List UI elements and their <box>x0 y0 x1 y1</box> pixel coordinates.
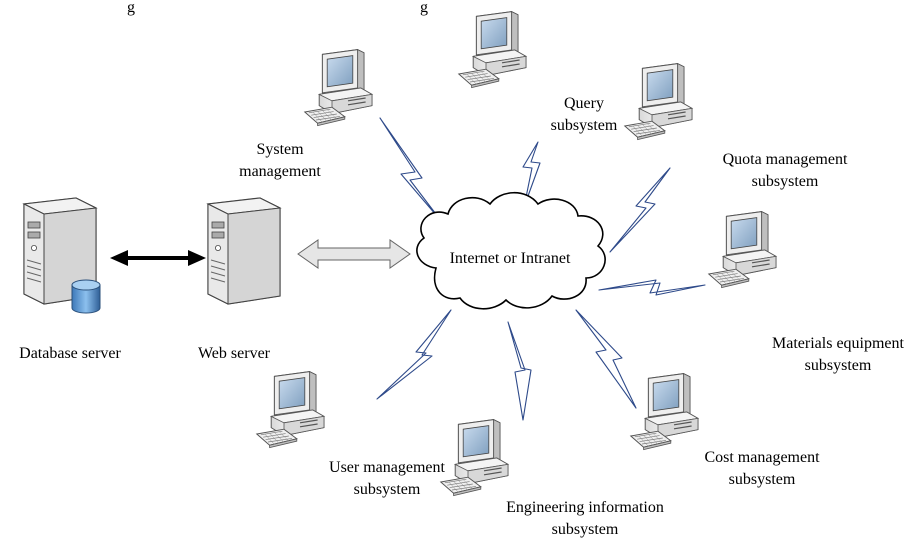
client-label-user-management: User management subsystem <box>329 459 446 498</box>
svg-text:Cost management: Cost management <box>704 449 820 466</box>
user-management-computer-icon <box>256 371 325 449</box>
svg-text:management: management <box>239 163 321 180</box>
lightning-bolt-quota <box>609 167 671 253</box>
client-label-engineering-information: Engineering information subsystem <box>506 499 664 538</box>
client-label-system-management: System management <box>239 141 321 180</box>
query-computer-icon <box>458 11 527 89</box>
network-cloud: Internet or Intranet <box>416 191 606 310</box>
svg-text:subsystem: subsystem <box>752 173 819 190</box>
lightning-connectors <box>376 117 706 421</box>
header-text-fragment-right: g <box>420 0 428 16</box>
database-cylinder-icon <box>71 279 101 314</box>
lightning-bolt-engineering <box>507 321 532 421</box>
system-management-computer-icon <box>304 48 373 127</box>
svg-text:User management: User management <box>329 459 446 476</box>
lightning-bolt-system <box>379 117 443 223</box>
svg-text:subsystem: subsystem <box>805 357 872 374</box>
lightning-bolt-materials <box>598 279 706 296</box>
web-server-label: Web server <box>198 345 271 362</box>
double-arrow-web-to-cloud <box>297 239 411 269</box>
quota-management-computer-icon <box>624 62 693 141</box>
svg-text:subsystem: subsystem <box>551 117 618 134</box>
database-server-label: Database server <box>19 345 121 362</box>
engineering-information-computer-icon <box>440 419 509 497</box>
svg-text:subsystem: subsystem <box>552 521 619 538</box>
cloud-label: Internet or Intranet <box>450 250 571 267</box>
svg-text:System: System <box>256 141 304 158</box>
svg-text:Materials equipment: Materials equipment <box>772 335 905 352</box>
lightning-bolt-cost <box>575 309 637 409</box>
db-web-link-arrow <box>110 250 206 266</box>
web-server-icon <box>207 197 281 305</box>
svg-text:Quota management: Quota management <box>723 151 848 168</box>
svg-text:Query: Query <box>564 95 604 112</box>
client-label-cost-management: Cost management subsystem <box>704 449 820 488</box>
cost-management-computer-icon <box>630 373 699 451</box>
client-label-quota-management: Quota management subsystem <box>723 151 848 190</box>
svg-text:subsystem: subsystem <box>729 471 796 488</box>
header-text-fragment-left: g <box>127 0 135 16</box>
svg-text:Engineering information: Engineering information <box>506 499 664 516</box>
materials-equipment-computer-icon <box>708 211 777 289</box>
lightning-bolt-user <box>376 309 452 400</box>
database-server: Database server <box>19 197 122 362</box>
client-label-materials-equipment: Materials equipment subsystem <box>772 335 905 374</box>
client-label-query: Query subsystem <box>551 95 618 134</box>
web-server: Web server <box>198 197 281 362</box>
svg-text:subsystem: subsystem <box>354 481 421 498</box>
